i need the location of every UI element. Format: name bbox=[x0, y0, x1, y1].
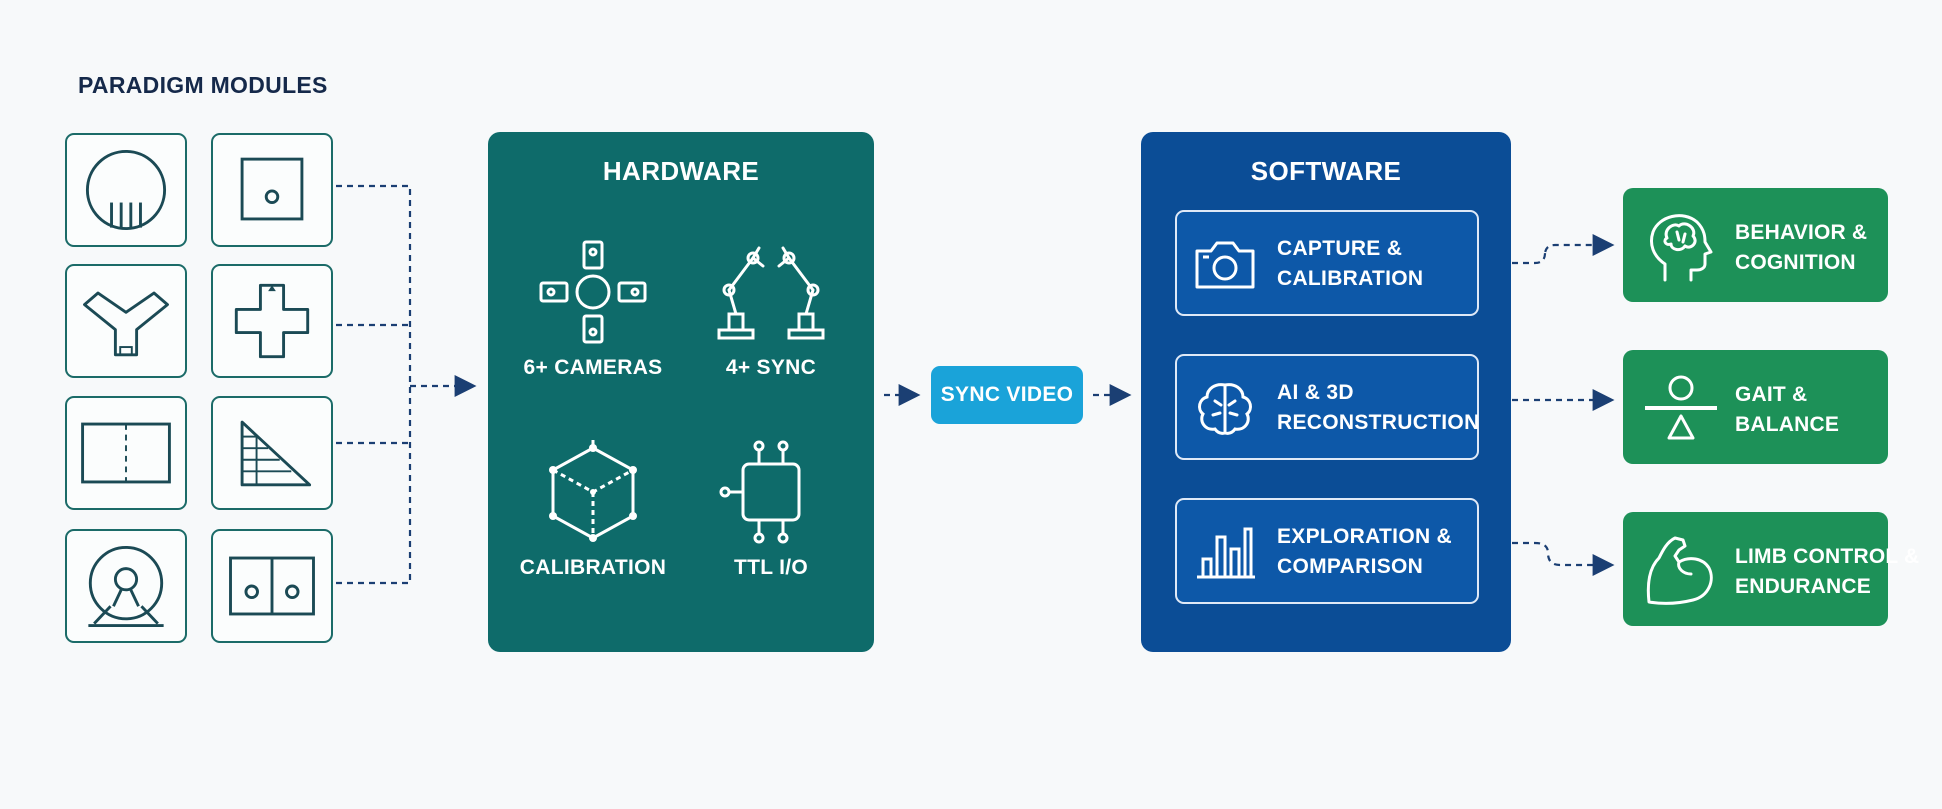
y-maze-icon bbox=[83, 291, 169, 357]
bar-chart-icon bbox=[1197, 527, 1255, 579]
open-field-arena-icon bbox=[85, 149, 167, 231]
hardware-title: HARDWARE bbox=[602, 156, 760, 186]
plus-maze-icon bbox=[234, 283, 310, 359]
hardware-label-cameras: 6+ CAMERAS bbox=[523, 356, 663, 379]
hardware-label-ttl: TTL I/O bbox=[733, 556, 809, 579]
paradigm-tile-open-field[interactable] bbox=[65, 133, 187, 247]
software-step-ai-line2: RECONSTRUCTION bbox=[1277, 411, 1480, 434]
two-chamber-icon bbox=[229, 556, 315, 616]
cube-icon bbox=[549, 440, 637, 542]
paradigm-tile-square-arena[interactable] bbox=[211, 133, 333, 247]
software-step-capture[interactable]: CAPTURE & CALIBRATION bbox=[1175, 210, 1479, 316]
hardware-panel: HARDWARE 6+ CAMERAS bbox=[488, 132, 874, 652]
output-limb-endurance[interactable]: LIMB CONTROL & ENDURANCE bbox=[1623, 512, 1919, 626]
square-arena-icon bbox=[240, 157, 304, 221]
software-step-capture-text: CAPTURE & CALIBRATION bbox=[1277, 234, 1423, 294]
paradigm-tile-plus-maze[interactable] bbox=[211, 264, 333, 378]
paradigm-tile-running-wheel[interactable] bbox=[65, 529, 187, 643]
software-step-exploration-line1: EXPLORATION & bbox=[1277, 525, 1453, 548]
software-step-ai-text: AI & 3D RECONSTRUCTION bbox=[1277, 378, 1480, 438]
software-step-capture-line2: CALIBRATION bbox=[1277, 267, 1424, 290]
sync-video-badge: SYNC VIDEO bbox=[931, 366, 1083, 424]
output-limb-line1: LIMB CONTROL & bbox=[1735, 545, 1920, 568]
output-gait-line2: BALANCE bbox=[1735, 413, 1840, 436]
paradigm-modules-title: PARADIGM MODULES bbox=[78, 72, 328, 98]
software-step-ai[interactable]: AI & 3D RECONSTRUCTION bbox=[1175, 354, 1479, 460]
output-gait-balance-text: GAIT & BALANCE bbox=[1735, 380, 1839, 440]
paradigm-tile-ladder-ramp[interactable] bbox=[211, 396, 333, 510]
head-brain-icon bbox=[1650, 214, 1713, 282]
paradigm-tile-linear-track[interactable] bbox=[65, 396, 187, 510]
software-panel: SOFTWARE CAPTURE & CALIBRATION AI & 3D bbox=[1141, 132, 1511, 652]
flexed-arm-icon bbox=[1646, 536, 1713, 605]
output-behavior-cognition[interactable]: BEHAVIOR & COGNITION bbox=[1623, 188, 1888, 302]
software-step-ai-line1: AI & 3D bbox=[1277, 381, 1354, 404]
output-limb-endurance-text: LIMB CONTROL & ENDURANCE bbox=[1735, 542, 1919, 602]
software-step-exploration[interactable]: EXPLORATION & COMPARISON bbox=[1175, 498, 1479, 604]
chip-icon bbox=[719, 440, 801, 544]
running-wheel-icon bbox=[88, 545, 164, 628]
hardware-label-calibration: CALIBRATION bbox=[519, 556, 667, 579]
camera-icon bbox=[1195, 241, 1255, 289]
output-behavior-cognition-text: BEHAVIOR & COGNITION bbox=[1735, 218, 1867, 278]
output-gait-balance[interactable]: GAIT & BALANCE bbox=[1623, 350, 1888, 464]
software-step-exploration-text: EXPLORATION & COMPARISON bbox=[1277, 522, 1452, 582]
paradigm-tile-y-maze[interactable] bbox=[65, 264, 187, 378]
brain-icon bbox=[1198, 383, 1252, 435]
software-step-exploration-line2: COMPARISON bbox=[1277, 555, 1424, 578]
robot-arm-icon bbox=[717, 246, 825, 340]
software-title: SOFTWARE bbox=[1250, 156, 1402, 186]
hardware-item-calibration: CALIBRATION bbox=[508, 432, 678, 580]
ladder-ramp-icon bbox=[240, 420, 312, 487]
hardware-item-sync: 4+ SYNC bbox=[686, 232, 856, 380]
balance-icon bbox=[1645, 375, 1717, 440]
linear-track-icon bbox=[81, 422, 171, 484]
output-gait-line1: GAIT & bbox=[1735, 383, 1808, 406]
paradigm-tile-two-chamber[interactable] bbox=[211, 529, 333, 643]
output-behavior-line1: BEHAVIOR & bbox=[1735, 221, 1868, 244]
camera-array-icon bbox=[539, 240, 647, 344]
output-behavior-line2: COGNITION bbox=[1735, 251, 1856, 274]
hardware-item-ttl: TTL I/O bbox=[686, 432, 856, 580]
software-step-capture-line1: CAPTURE & bbox=[1277, 237, 1403, 260]
hardware-label-sync: 4+ SYNC bbox=[725, 356, 817, 379]
hardware-item-cameras: 6+ CAMERAS bbox=[508, 232, 678, 380]
output-limb-line2: ENDURANCE bbox=[1735, 575, 1871, 598]
